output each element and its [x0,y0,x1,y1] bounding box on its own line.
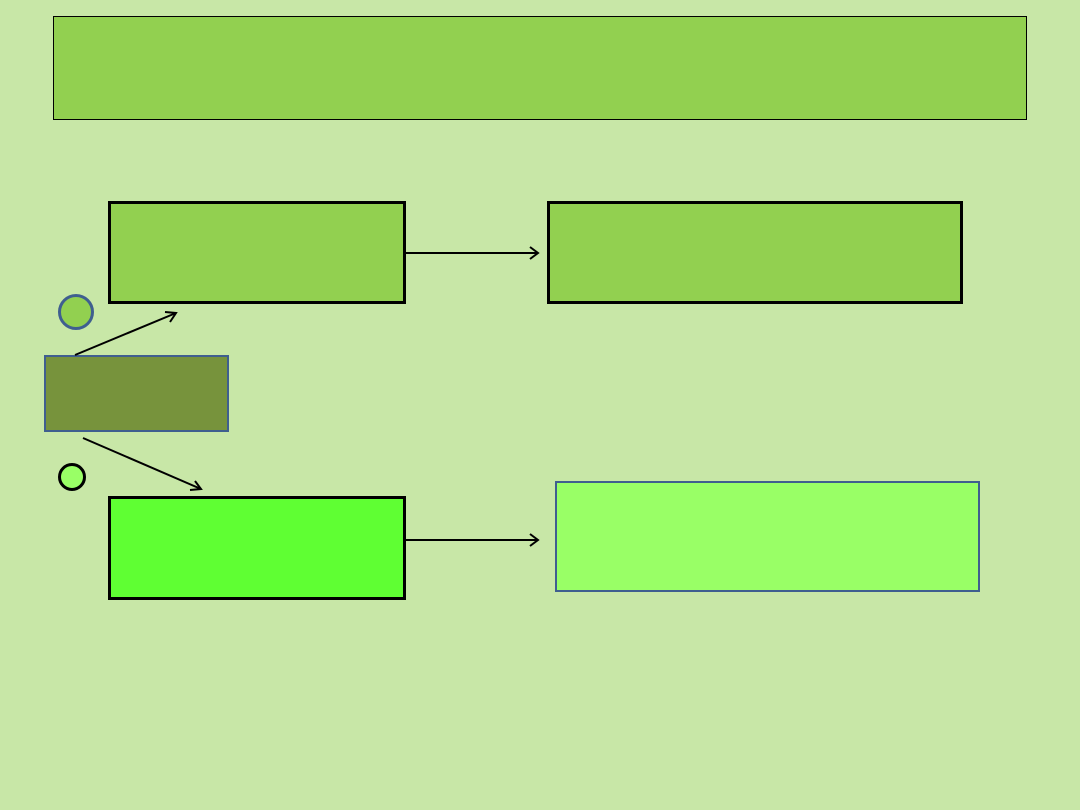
source-box [44,355,229,432]
arrow-top-left-to-top-right-head [529,246,540,260]
top-right-box [547,201,963,304]
arrow-bottom-left-to-bottom-right-head [529,533,540,547]
arrow-source-to-bottom-left-head [189,480,203,491]
upper-bullet-dot [58,294,94,330]
arrow-source-to-bottom-left [82,437,202,490]
bottom-right-box [555,481,980,592]
arrow-source-to-top-left-head [164,311,178,323]
top-left-box [108,201,406,304]
bottom-left-box [108,496,406,600]
lower-bullet-dot [58,463,86,491]
title-bar [53,16,1027,120]
